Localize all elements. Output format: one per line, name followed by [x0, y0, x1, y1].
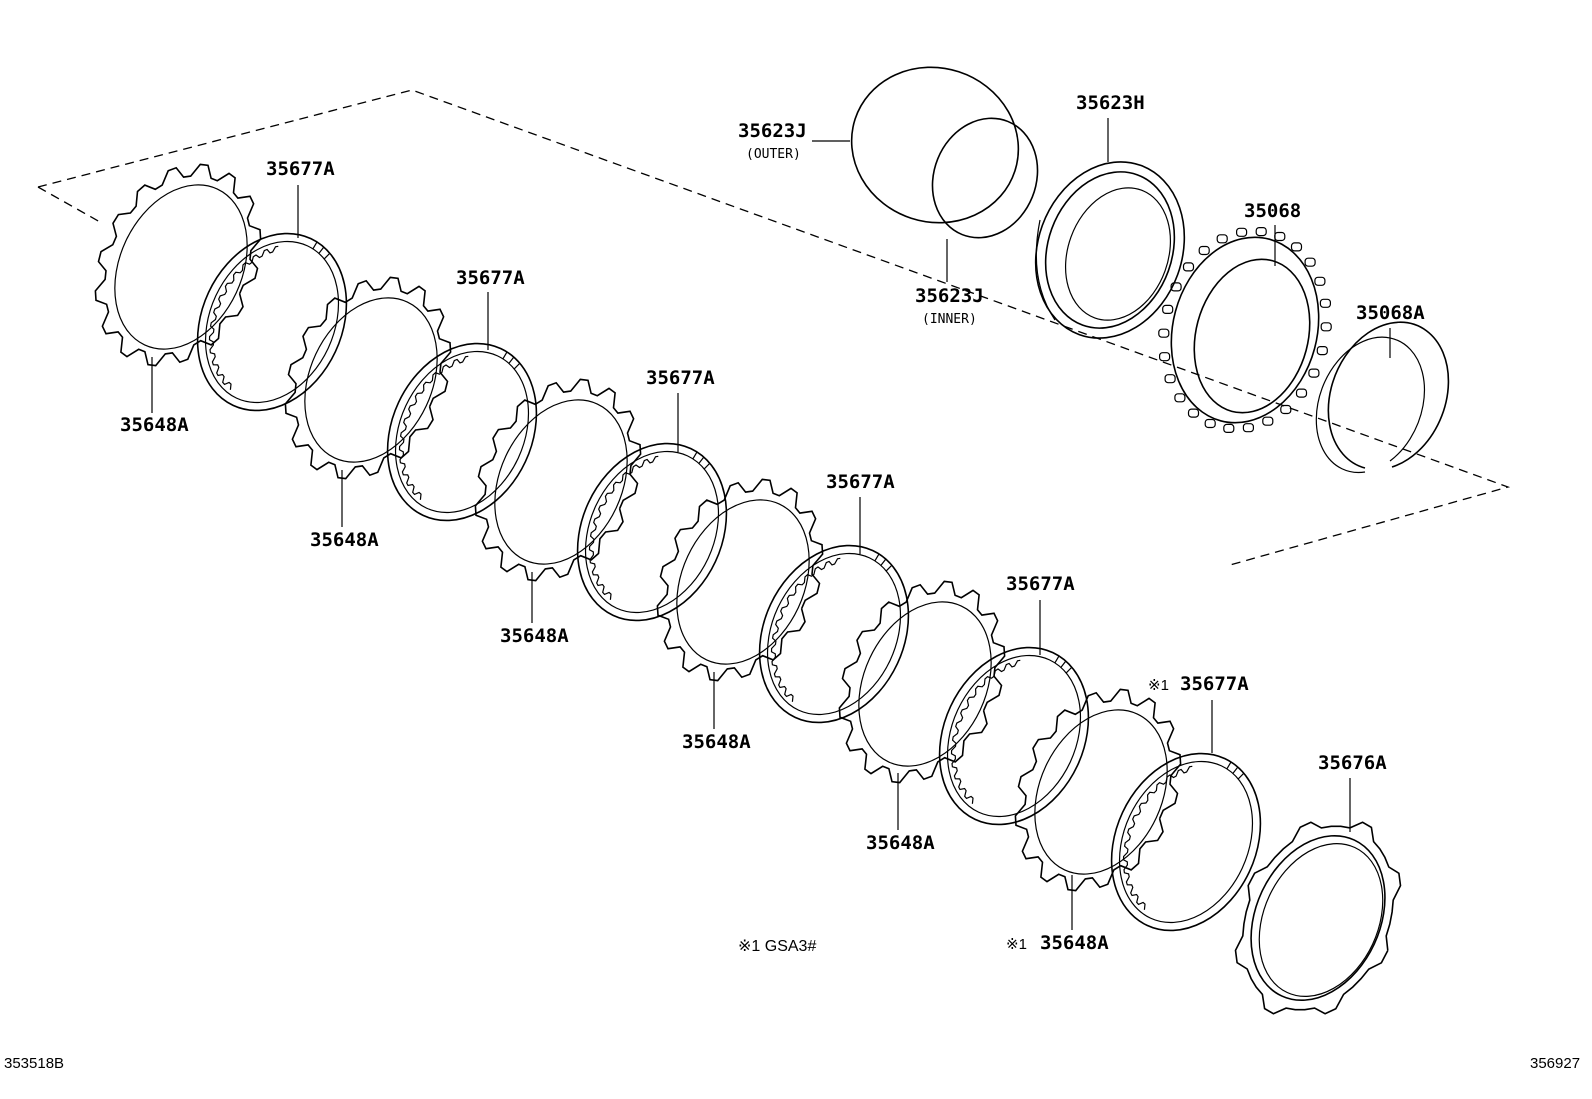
- toothed-ring-icon: [474, 378, 642, 582]
- splined-disc-icon: [386, 342, 538, 522]
- label-35677a-2: 35677A: [456, 267, 525, 289]
- ref-code-right: 356927: [1530, 1055, 1580, 1072]
- label-35677a-6: 35677A: [1180, 673, 1249, 695]
- ref-code-left: 353518B: [4, 1055, 64, 1072]
- piston-seal-outer-icon: [850, 66, 1020, 224]
- label-35623j-outer: 35623J: [738, 120, 807, 142]
- label-outer: (OUTER): [746, 147, 801, 162]
- assembly-boundary: [37, 89, 1511, 566]
- label-35648a-1: 35648A: [120, 414, 189, 436]
- note-mark-1: ※1: [1148, 677, 1169, 694]
- piston-icon: [1034, 161, 1186, 339]
- label-35623j-inner: 35623J: [915, 285, 984, 307]
- label-35677a-5: 35677A: [1006, 573, 1075, 595]
- toothed-ring-icon: [1014, 688, 1182, 892]
- toothed-ring-icon: [94, 163, 262, 367]
- label-35677a-4: 35677A: [826, 471, 895, 493]
- spring-retainer-icon: [1158, 227, 1332, 433]
- flanged-plate-icon: [1234, 821, 1402, 1015]
- label-35648a-3: 35648A: [500, 625, 569, 647]
- label-35648a-6: 35648A: [1040, 932, 1109, 954]
- label-35677a-1: 35677A: [266, 158, 335, 180]
- leader-lines: [151, 118, 1391, 930]
- label-35068: 35068: [1244, 200, 1301, 222]
- footnote-gsa3: ※1 GSA3#: [738, 938, 816, 955]
- label-35676a: 35676A: [1318, 752, 1387, 774]
- assembly-boundary-tail: [37, 186, 101, 223]
- label-35068a: 35068A: [1356, 302, 1425, 324]
- note-mark-2: ※1: [1006, 936, 1027, 953]
- splined-disc-icon: [938, 646, 1090, 826]
- label-35623h: 35623H: [1076, 92, 1145, 114]
- snap-ring-icon: [1315, 321, 1450, 474]
- splined-disc-icon: [576, 442, 728, 622]
- splined-disc-icon: [1110, 752, 1262, 932]
- label-35648a-2: 35648A: [310, 529, 379, 551]
- splined-disc-icon: [758, 544, 910, 724]
- label-35677a-3: 35677A: [646, 367, 715, 389]
- label-35648a-4: 35648A: [682, 731, 751, 753]
- toothed-ring-icon: [284, 276, 452, 480]
- label-inner: (INNER): [922, 312, 977, 327]
- splined-disc-icon: [196, 232, 348, 412]
- toothed-ring-icon: [838, 580, 1006, 784]
- piston-seal-inner-icon: [931, 117, 1039, 239]
- label-35648a-5: 35648A: [866, 832, 935, 854]
- toothed-ring-icon: [656, 478, 824, 682]
